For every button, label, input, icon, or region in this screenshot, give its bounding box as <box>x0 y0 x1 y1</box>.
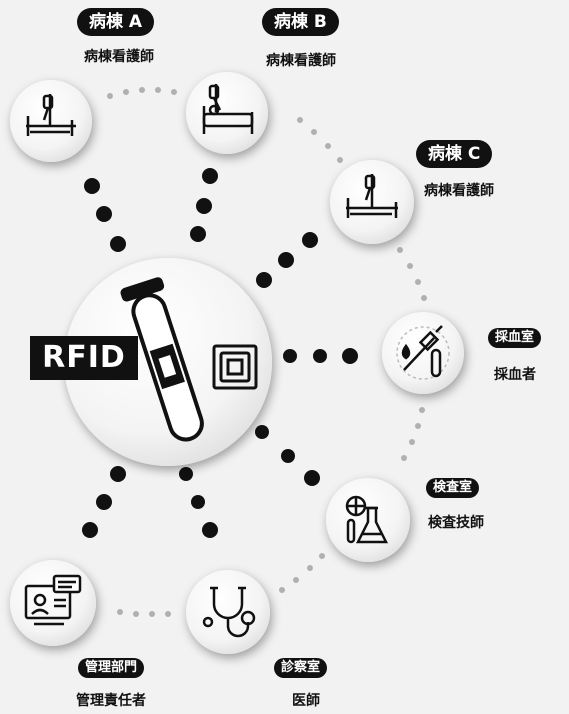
rfid-tube-icon <box>120 277 258 442</box>
outer-dotted-path <box>107 87 427 617</box>
hospital-bed-iv-icon <box>346 174 398 218</box>
blood-room-tag: 採血室 <box>488 328 542 348</box>
blood-room-role: 採血者 <box>494 367 536 383</box>
ward-a-node <box>10 80 92 162</box>
admin-dept-node <box>10 560 96 646</box>
exam-room-role: 医師 <box>292 693 320 709</box>
rfid-chip-icon <box>212 344 258 390</box>
lab-flask-icon <box>345 495 389 544</box>
stethoscope-icon <box>202 586 256 638</box>
ward-b-node <box>186 72 268 154</box>
ward-a-tag: 病棟 A <box>77 8 155 36</box>
hospital-bed-iv-icon <box>202 84 254 134</box>
ward-c-node <box>330 160 414 244</box>
rfid-label: RFID <box>30 336 138 380</box>
lab-room-tag: 検査室 <box>426 478 480 498</box>
admin-dept-tag: 管理部門 <box>78 658 145 678</box>
ward-c-role: 病棟看護師 <box>424 183 494 199</box>
ward-b-tag: 病棟 B <box>262 8 339 36</box>
lab-room-role: 検査技師 <box>428 515 484 531</box>
blood-room-node <box>382 312 464 394</box>
lab-room-node <box>326 478 410 562</box>
ward-c-tag: 病棟 C <box>416 140 493 168</box>
syringe-blood-tube-icon <box>396 325 450 380</box>
exam-room-node <box>186 570 270 654</box>
ward-a-role: 病棟看護師 <box>84 49 154 65</box>
hospital-bed-iv-icon <box>26 94 76 136</box>
exam-room-tag: 診察室 <box>274 658 328 678</box>
admin-dept-role: 管理責任者 <box>76 693 146 709</box>
ward-b-role: 病棟看護師 <box>266 53 336 69</box>
computer-monitor-icon <box>24 574 82 626</box>
